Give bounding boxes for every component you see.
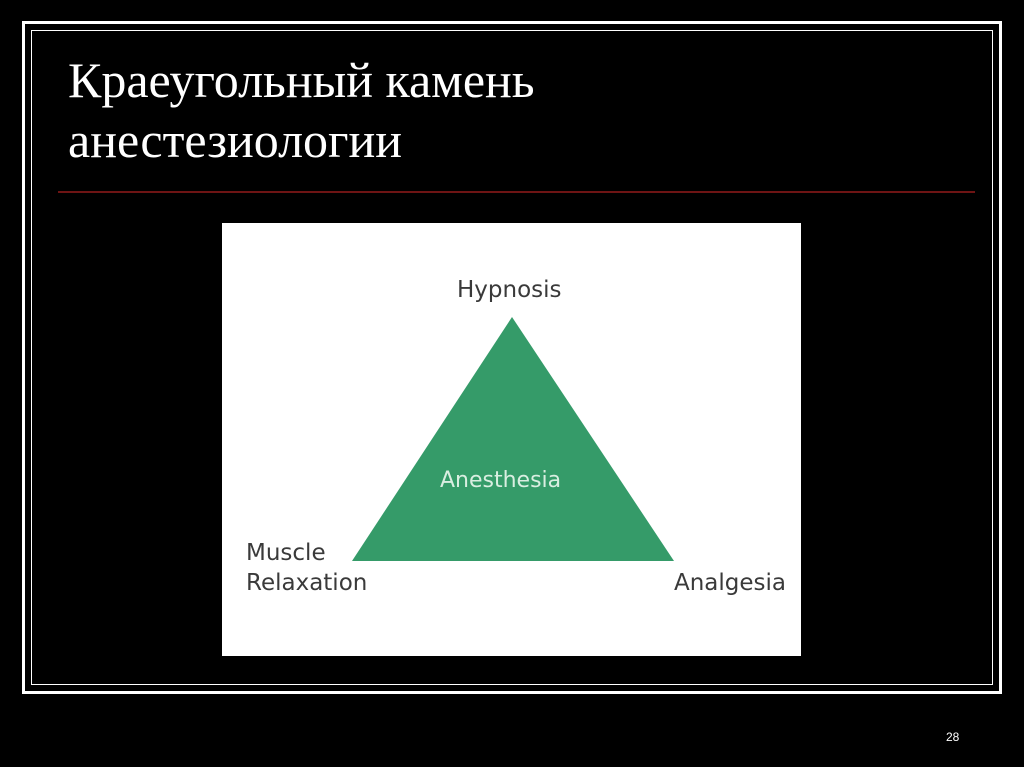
anesthesia-triangle-figure: Hypnosis Anesthesia Muscle Relaxation An… (222, 223, 801, 656)
hypnosis-label: Hypnosis (457, 277, 562, 303)
analgesia-label: Analgesia (674, 570, 787, 596)
muscle-relaxation-line-2: Relaxation (246, 570, 368, 596)
title-divider (58, 191, 975, 193)
muscle-relaxation-line-1: Muscle (246, 540, 326, 566)
slide-number: 28 (946, 730, 960, 744)
slide-outer-border (22, 21, 1002, 694)
slide-inner-border (31, 30, 993, 685)
slide-title: Краеугольный камень анестезиологии (68, 50, 948, 170)
triangle-diagram (352, 317, 674, 561)
anesthesia-label: Anesthesia (440, 468, 562, 493)
title-line-1: Краеугольный камень (68, 52, 535, 108)
muscle-relaxation-label: Muscle Relaxation (246, 538, 367, 598)
title-line-2: анестезиологии (68, 112, 403, 168)
anesthesia-triangle (352, 317, 674, 561)
